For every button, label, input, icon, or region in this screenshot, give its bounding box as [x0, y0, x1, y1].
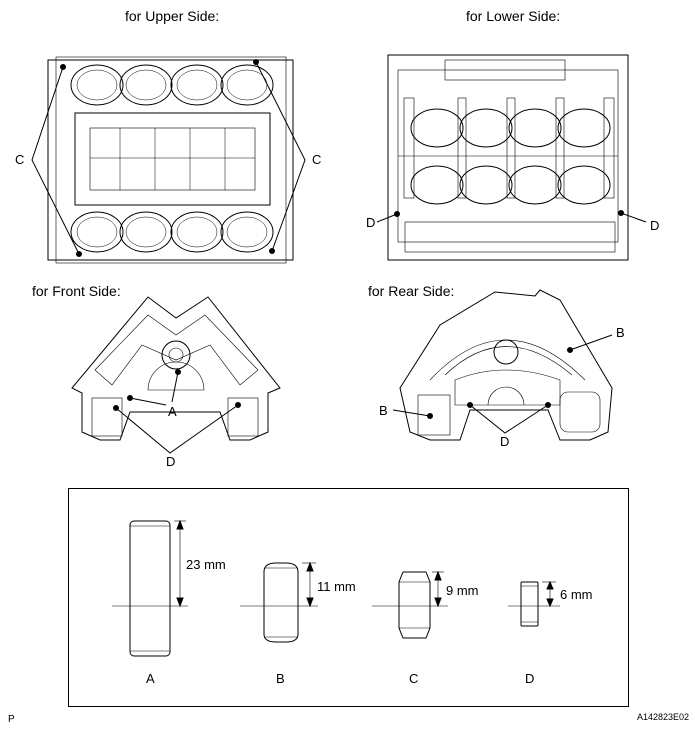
pin-c-length: 9 mm [446, 583, 479, 598]
pin-b-drawing [240, 561, 318, 643]
p-mark: P [8, 714, 15, 725]
callout-b-rear-right: B [616, 325, 625, 340]
callout-d-front: D [166, 454, 176, 469]
pin-d-label: D [525, 671, 535, 686]
pin-c-label: C [409, 671, 419, 686]
pin-b-length: 11 mm [317, 579, 356, 594]
callout-a-front: A [168, 404, 177, 419]
callout-d-rear: D [500, 434, 510, 449]
upper-side-label: for Upper Side: [125, 8, 220, 24]
callout-d-lower-right: D [650, 218, 660, 233]
callout-b-rear-left: B [379, 403, 388, 418]
lower-side-label: for Lower Side: [466, 8, 561, 24]
callout-c-right: C [312, 152, 322, 167]
pin-a-length: 23 mm [186, 557, 226, 572]
lower-side-block-drawing [387, 54, 629, 261]
front-side-label: for Front Side: [32, 283, 121, 299]
pin-c-drawing [372, 570, 448, 639]
front-side-block-drawing [71, 296, 281, 441]
pin-a-label: A [146, 671, 155, 686]
pin-b-label: B [276, 671, 285, 686]
upper-side-block-drawing [47, 56, 294, 264]
pin-d-length: 6 mm [560, 587, 593, 602]
pin-dimensions-panel [68, 488, 629, 707]
pin-a-drawing [112, 519, 188, 657]
callout-d-lower-left: D [366, 215, 376, 230]
rear-side-block-drawing [399, 289, 613, 441]
pin-d-drawing [508, 580, 560, 627]
rear-side-label: for Rear Side: [368, 283, 455, 299]
figure-code: A142823E02 [637, 712, 690, 722]
callout-c-left: C [15, 152, 25, 167]
